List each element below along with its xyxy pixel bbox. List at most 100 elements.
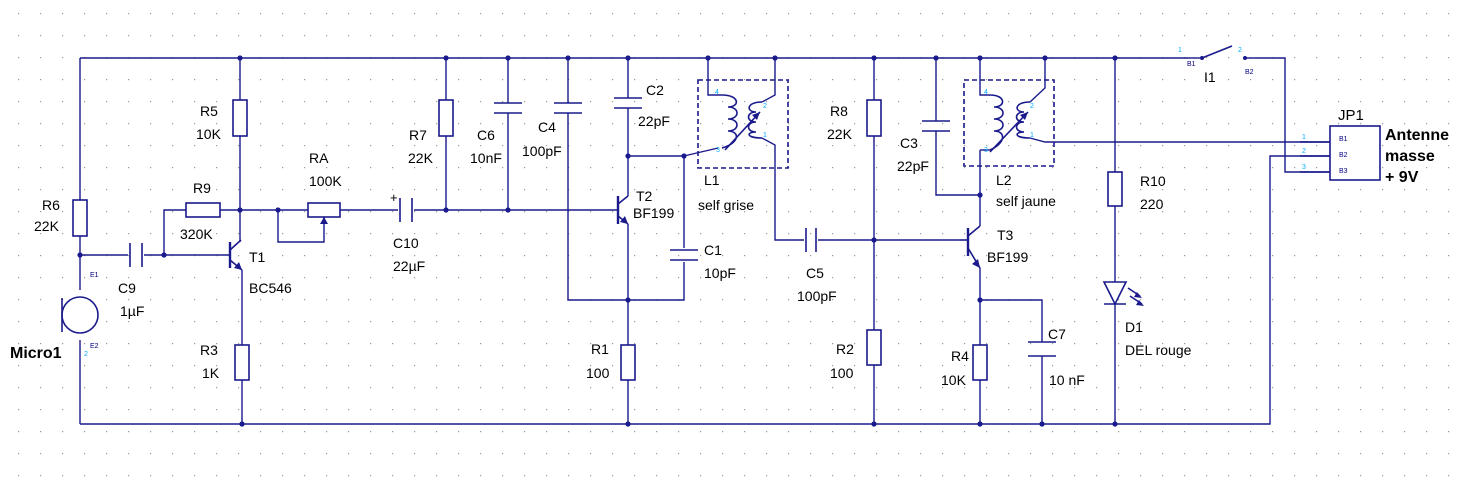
grid-dot bbox=[1184, 145, 1186, 147]
grid-dot bbox=[392, 79, 394, 81]
grid-dot bbox=[1448, 365, 1450, 367]
grid-dot bbox=[788, 299, 790, 301]
grid-dot bbox=[436, 321, 438, 323]
grid-dot bbox=[1162, 409, 1164, 411]
grid-dot bbox=[370, 123, 372, 125]
grid-dot bbox=[370, 409, 372, 411]
grid-dot bbox=[62, 409, 64, 411]
grid-dot bbox=[216, 475, 218, 477]
grid-dot bbox=[1404, 13, 1406, 15]
grid-dot bbox=[634, 189, 636, 191]
c2-value: 22pF bbox=[638, 113, 670, 129]
grid-dot bbox=[326, 255, 328, 257]
grid-dot bbox=[524, 79, 526, 81]
grid-dot bbox=[40, 475, 42, 477]
grid-dot bbox=[216, 365, 218, 367]
grid-dot bbox=[612, 255, 614, 257]
grid-dot bbox=[656, 431, 658, 433]
grid-dot bbox=[986, 255, 988, 257]
grid-dot bbox=[348, 79, 350, 81]
grid-dot bbox=[546, 189, 548, 191]
grid-dot bbox=[612, 35, 614, 37]
grid-dot bbox=[172, 13, 174, 15]
grid-dot bbox=[326, 365, 328, 367]
grid-dot bbox=[1360, 321, 1362, 323]
grid-dot bbox=[1382, 233, 1384, 235]
grid-dot bbox=[414, 387, 416, 389]
grid-dot bbox=[348, 299, 350, 301]
grid-dot bbox=[964, 255, 966, 257]
grid-dot bbox=[304, 233, 306, 235]
grid-dot bbox=[40, 189, 42, 191]
grid-dot bbox=[854, 211, 856, 213]
grid-dot bbox=[40, 431, 42, 433]
grid-dot bbox=[392, 343, 394, 345]
grid-dot bbox=[326, 167, 328, 169]
grid-dot bbox=[1316, 343, 1318, 345]
grid-dot bbox=[238, 387, 240, 389]
grid-dot bbox=[1338, 79, 1340, 81]
r10-value: 220 bbox=[1140, 196, 1164, 212]
grid-dot bbox=[348, 233, 350, 235]
grid-dot bbox=[1404, 57, 1406, 59]
grid-dot bbox=[392, 233, 394, 235]
l1-pin3: 3 bbox=[716, 147, 720, 154]
grid-dot bbox=[964, 299, 966, 301]
grid-dot bbox=[458, 299, 460, 301]
grid-dot bbox=[920, 189, 922, 191]
grid-dot bbox=[392, 211, 394, 213]
grid-dot bbox=[942, 189, 944, 191]
grid-dot bbox=[1272, 409, 1274, 411]
grid-dot bbox=[458, 13, 460, 15]
grid-dot bbox=[62, 453, 64, 455]
grid-dot bbox=[788, 101, 790, 103]
grid-dot bbox=[1250, 167, 1252, 169]
grid-dot bbox=[942, 475, 944, 477]
grid-dot bbox=[1338, 13, 1340, 15]
grid-dot bbox=[1360, 13, 1362, 15]
grid-dot bbox=[546, 365, 548, 367]
grid-dot bbox=[216, 79, 218, 81]
grid-dot bbox=[1228, 453, 1230, 455]
grid-dot bbox=[1008, 233, 1010, 235]
grid-dot bbox=[1206, 101, 1208, 103]
grid-dot bbox=[1096, 13, 1098, 15]
grid-dot bbox=[1272, 343, 1274, 345]
grid-dot bbox=[524, 189, 526, 191]
grid-dot bbox=[1030, 409, 1032, 411]
grid-dot bbox=[744, 453, 746, 455]
grid-dot bbox=[1228, 277, 1230, 279]
grid-dot bbox=[18, 101, 20, 103]
grid-dot bbox=[1338, 409, 1340, 411]
grid-dot bbox=[1294, 475, 1296, 477]
resistor-r5: R5 10K bbox=[196, 99, 248, 142]
grid-dot bbox=[194, 387, 196, 389]
grid-dot bbox=[832, 299, 834, 301]
grid-dot bbox=[1074, 123, 1076, 125]
micro1-pin1-label: E1 bbox=[90, 272, 99, 279]
grid-dot bbox=[722, 431, 724, 433]
grid-dot bbox=[238, 167, 240, 169]
grid-dot bbox=[678, 79, 680, 81]
grid-dot bbox=[1338, 387, 1340, 389]
resistor-r1: R1 100 bbox=[586, 341, 636, 381]
grid-dot bbox=[1074, 409, 1076, 411]
grid-dot bbox=[1316, 387, 1318, 389]
grid-dot bbox=[920, 277, 922, 279]
grid-dot bbox=[18, 409, 20, 411]
grid-dot bbox=[634, 475, 636, 477]
grid-dot bbox=[634, 387, 636, 389]
grid-dot bbox=[1426, 431, 1428, 433]
grid-dot bbox=[766, 255, 768, 257]
grid-dot bbox=[942, 13, 944, 15]
grid-dot bbox=[414, 431, 416, 433]
grid-dot bbox=[1448, 13, 1450, 15]
grid-dot bbox=[1382, 189, 1384, 191]
grid-dot bbox=[942, 101, 944, 103]
grid-dot bbox=[172, 211, 174, 213]
grid-dot bbox=[942, 79, 944, 81]
grid-dot bbox=[18, 453, 20, 455]
grid-dot bbox=[568, 453, 570, 455]
grid-dot bbox=[1426, 211, 1428, 213]
grid-dot bbox=[128, 123, 130, 125]
